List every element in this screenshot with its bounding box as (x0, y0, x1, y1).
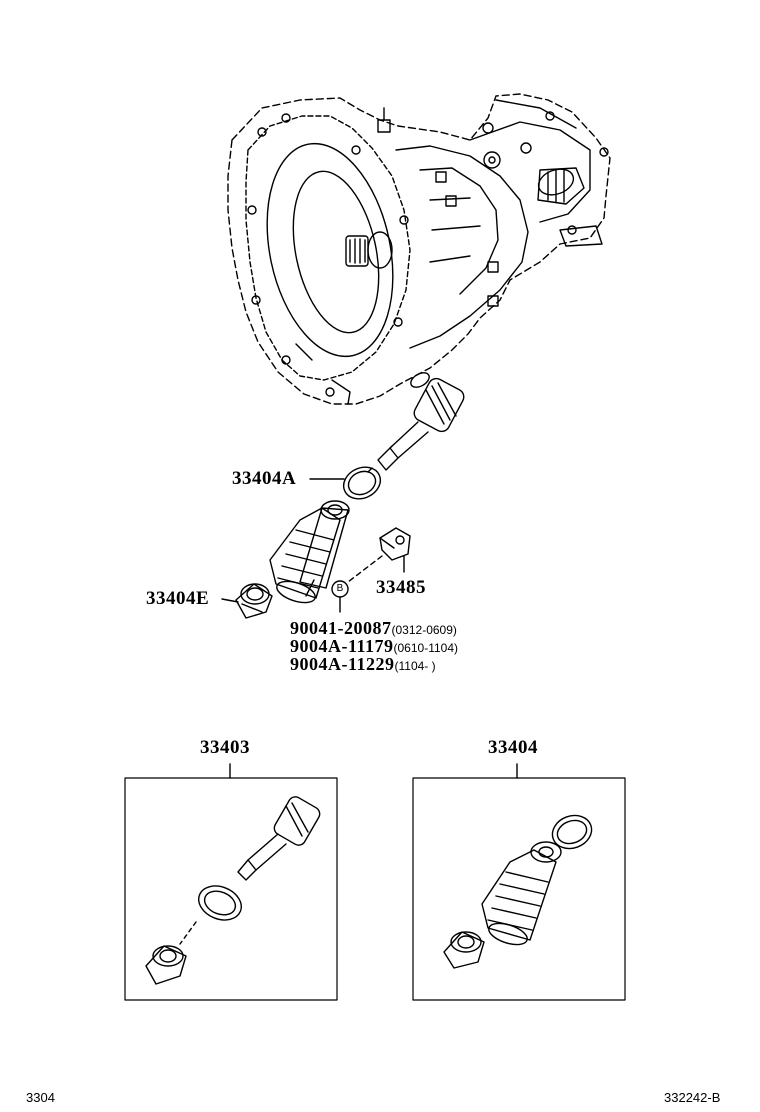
footer-right-code: 332242-B (664, 1090, 721, 1105)
sleeve-illustration (269, 500, 350, 604)
callout-33404e[interactable]: 33404E (146, 588, 210, 609)
kit-label-33403[interactable]: 33403 (200, 737, 250, 758)
kit-box-33404 (412, 763, 626, 1001)
callout-33485[interactable]: 33485 (376, 577, 426, 598)
kit-label-33404[interactable]: 33404 (488, 737, 538, 758)
bolt-variant-3[interactable]: 9004A-11229(1104- ) (290, 655, 436, 673)
bolt-leader-line (347, 555, 383, 583)
bolt-variant-1[interactable]: 90041-20087(0312-0609) (290, 619, 457, 637)
bolt-variant-3-part-number[interactable]: 9004A-11229 (290, 654, 395, 674)
bolt-variant-1-part-number[interactable]: 90041-20087 (290, 618, 392, 638)
leader-33404e (221, 598, 239, 603)
bolt-variant-2-part-number[interactable]: 9004A-11179 (290, 636, 394, 656)
bolt-variant-2-range: (0610-1104) (393, 641, 459, 655)
speedometer-driven-gear-illustration (367, 377, 465, 473)
o-ring-illustration (342, 466, 382, 500)
bolt-marker-label: B (336, 583, 344, 594)
footer-left-code: 3304 (26, 1090, 55, 1105)
transmission-housing-illustration (227, 93, 611, 405)
bolt-variant-2[interactable]: 9004A-11179(0610-1104) (290, 637, 458, 655)
bolt-variant-1-range: (0312-0609) (391, 623, 457, 637)
kit-box-33403 (124, 763, 338, 1001)
retaining-plate-illustration (379, 527, 411, 561)
bolt-variant-3-range: (1104- ) (394, 659, 436, 673)
callout-33404a[interactable]: 33404A (232, 468, 297, 489)
plug-illustration (235, 583, 273, 619)
